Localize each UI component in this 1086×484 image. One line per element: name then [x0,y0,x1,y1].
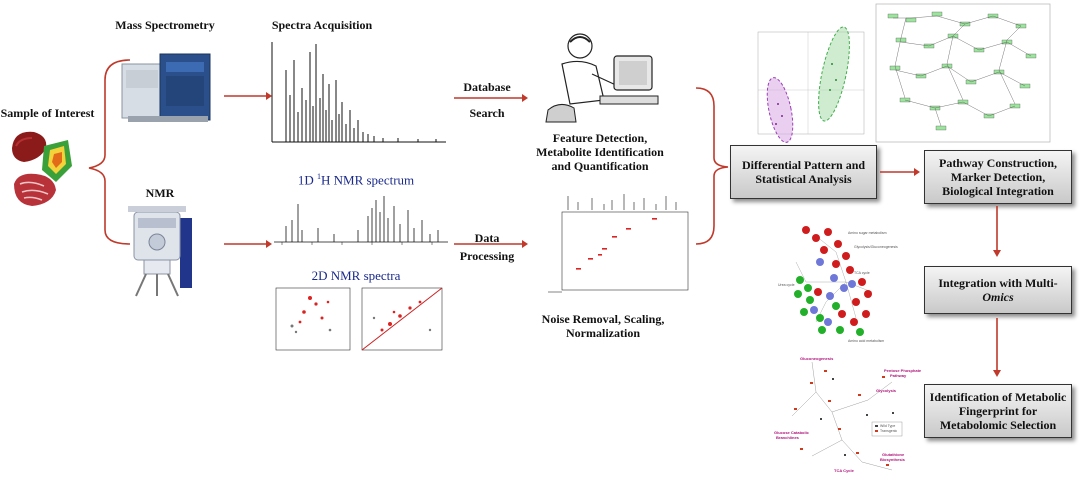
database-search-label-2: Search [469,106,505,120]
label-urea: Urea cycle [778,283,795,287]
arrow-to-integration [993,206,1001,257]
label-glycolysis-path: Glycolysis [876,388,897,393]
sample-label: Sample of Interest [0,106,95,120]
metabolic-network: Amino sugar metabolism Glycolysis/Glucon… [778,226,898,343]
label-glucose-catabolic: Glucose Catabolic [774,430,810,435]
merge-bracket [695,87,729,245]
person-at-computer-icon [545,33,659,123]
noise-removal-line1: Noise Removal, Scaling, [541,312,665,326]
arrow-to-pathway [880,168,920,176]
integration-multi-omics-box: Integration with Multi-Omics [924,266,1072,314]
arrow-to-fingerprint [993,318,1001,377]
label-glutathione-2: Biosynthesis [880,457,906,462]
spectra-acquisition-label: Spectra Acquisition [271,18,373,32]
label-tca-cycle: TCA Cycle [834,468,855,473]
database-search-label-1: Database [463,80,511,94]
label-glycolysis: Glycolysis/Gluconeogenesis [854,245,898,249]
sample-icon [12,131,72,206]
label-amino-sugar: Amino sugar metabolism [848,231,887,235]
arrow-database-search [454,94,528,102]
feature-detection-line3: and Quantification [551,159,649,173]
label-pentose: Pentose Phosphate [884,368,922,373]
arrow-nmr-to-spectra [224,240,272,248]
nmr-2d-label: 2D NMR spectra [311,268,401,283]
nmr-1d-label: 1D 1H NMR spectrum [297,172,415,188]
feature-detection-line1: Feature Detection, [552,131,648,145]
nmr-2d-spectra [275,287,443,351]
arrow-ms-to-spectra [224,92,272,100]
nmr-1d-spectrum [274,196,448,245]
pca-scores-plot [757,26,865,143]
legend-wild-type: Wild Type [880,424,895,428]
pathway-map [875,3,1051,143]
label-branchlines: Branchlines [776,435,800,440]
label-gluconeogenesis: Gluconeogenesis [800,356,834,361]
data-processing-label-2: Processing [459,249,515,263]
sample-bracket [88,59,131,245]
pathway-schematic: Gluconeogenesis Pentose Phosphate Pathwa… [774,356,922,473]
nmr-label: NMR [145,186,175,200]
label-pentose-2: Pathway [890,373,907,378]
data-processing-label-1: Data [474,231,500,245]
noise-removal-line2: Normalization [566,326,640,340]
mass-spec-label: Mass Spectrometry [115,18,215,32]
label-glutathione: Glutathione [882,452,905,457]
feature-detection-line2: Metabolite Identification [536,145,664,159]
mass-spectrometer-icon [121,53,211,122]
arrow-data-processing [454,240,528,248]
legend-transgenic: Transgenic [880,429,897,433]
pathway-construction-box: Pathway Construction,Marker Detection,Bi… [924,150,1072,204]
nmr-magnet-icon [128,206,192,297]
label-tca: TCA cycle [854,271,870,275]
label-amino-acid: Amino acid metabolism [848,339,884,343]
mass-spectrum-plot [271,42,446,143]
processed-nmr-plot [548,194,689,293]
